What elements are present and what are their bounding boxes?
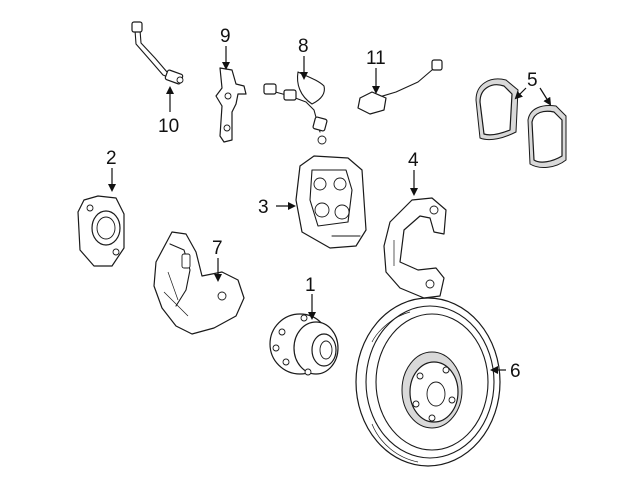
- callout-leaders: [108, 46, 552, 374]
- callout-2: 2: [106, 148, 117, 169]
- callout-10: 10: [158, 116, 179, 137]
- callout-4: 4: [408, 150, 419, 171]
- callout-11: 11: [366, 48, 386, 69]
- callout-9: 9: [220, 26, 231, 47]
- part-brake-pads: [475, 78, 567, 168]
- callout-5: 5: [527, 70, 538, 91]
- part-brake-rotor: [355, 297, 501, 467]
- part-wear-sensor: [357, 59, 443, 115]
- callout-3: 3: [258, 197, 269, 218]
- part-caliper: [295, 155, 367, 249]
- part-brake-line: [263, 71, 328, 145]
- callout-labels: 1 2 3 4 5 6 7 8 9 10 11: [106, 26, 538, 382]
- callout-7: 7: [212, 238, 223, 259]
- callout-6: 6: [510, 361, 521, 382]
- part-caliper-bracket: [383, 197, 447, 299]
- part-wheel-hub: [269, 313, 339, 376]
- part-wheel-bearing: [77, 195, 125, 267]
- part-bracket-clip: [215, 67, 247, 143]
- part-brake-hose: [131, 21, 184, 85]
- callout-8: 8: [298, 36, 309, 57]
- callout-1: 1: [305, 275, 316, 296]
- part-splash-shield: [153, 231, 245, 335]
